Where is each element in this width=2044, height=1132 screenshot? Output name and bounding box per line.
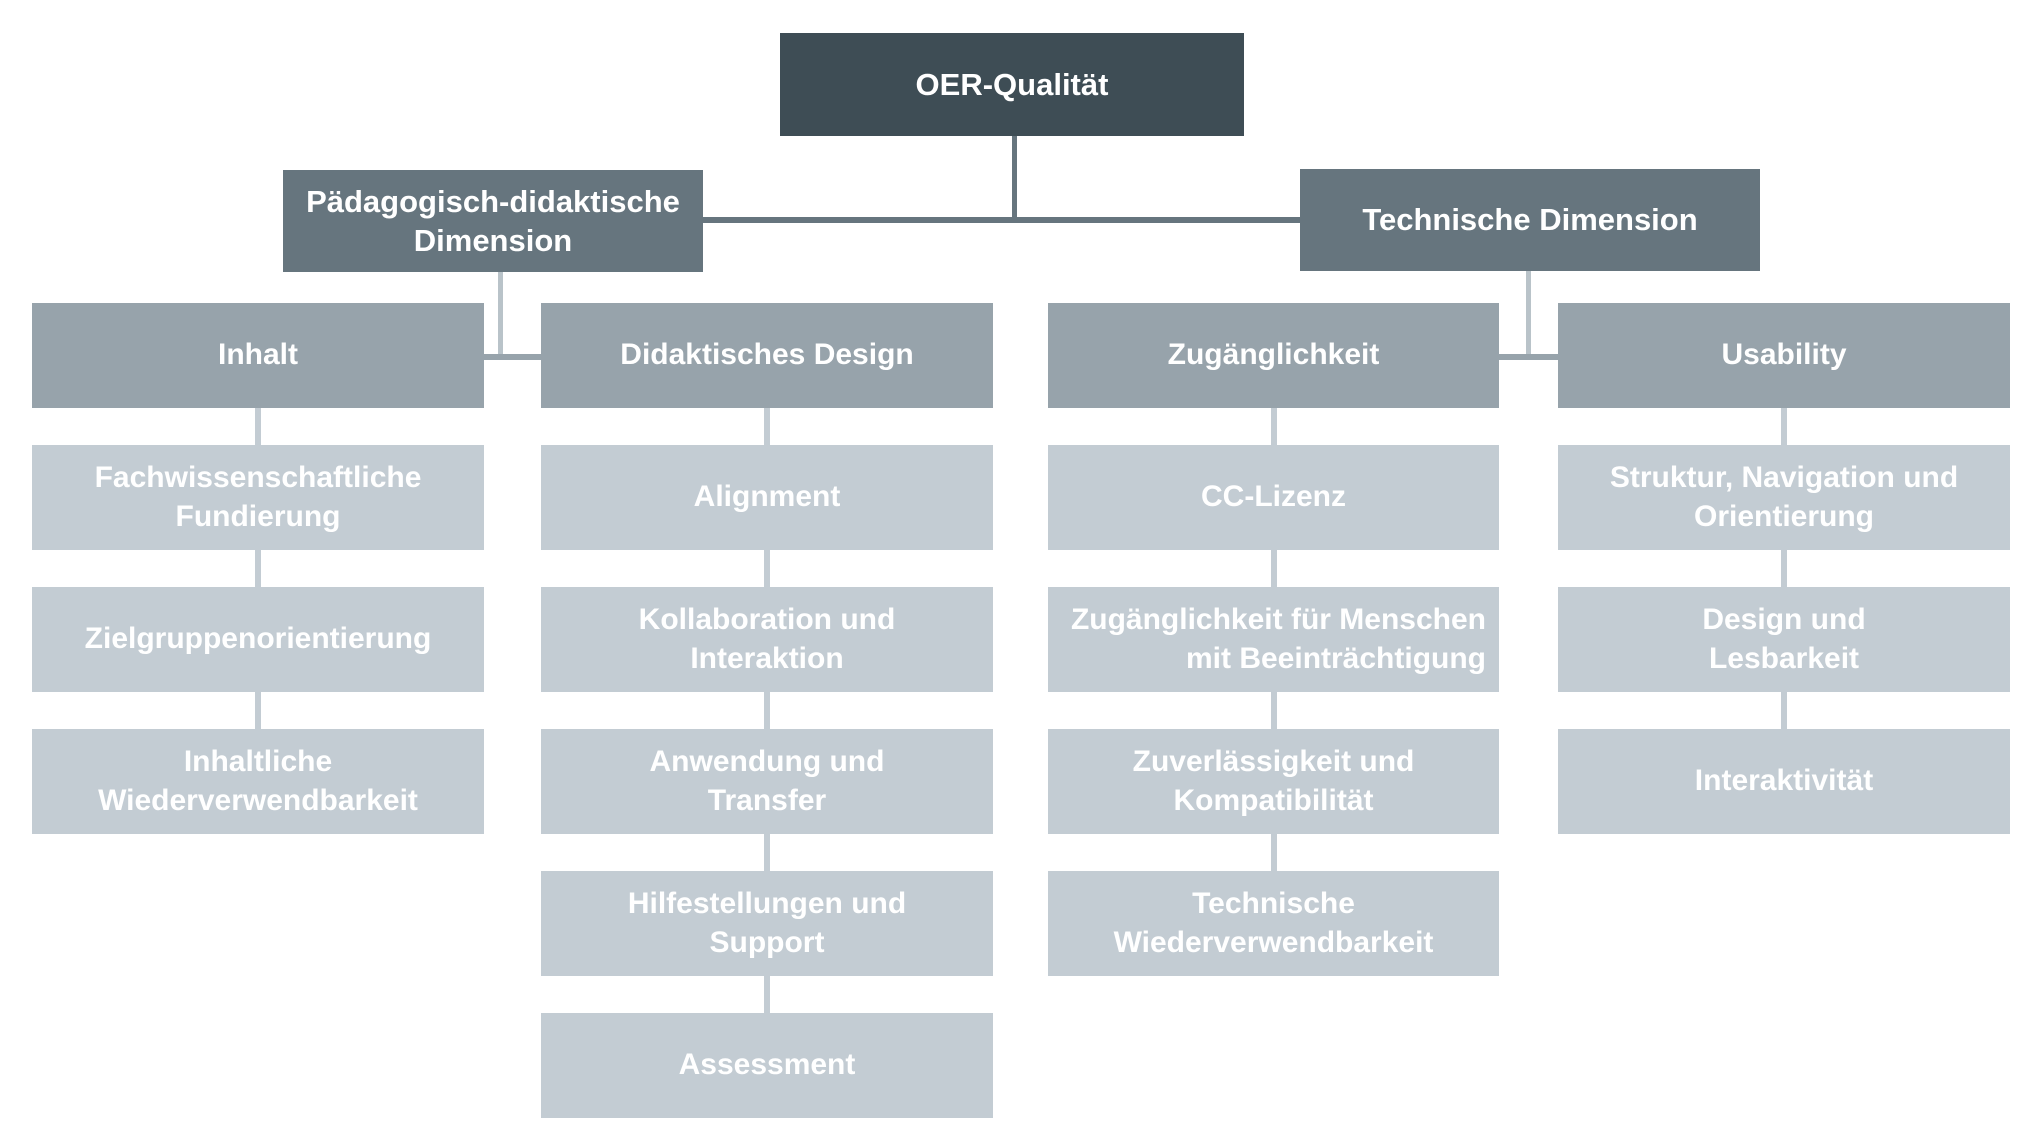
child-box: Interaktivität	[1558, 729, 2010, 834]
child-box: Assessment	[541, 1013, 993, 1118]
child-box: Kollaboration und Interaktion	[541, 587, 993, 692]
header-box-inhalt: Inhalt	[32, 303, 484, 408]
child-box: Zuverlässigkeit und Kompatibilität	[1048, 729, 1499, 834]
connector-column-3-segment-1	[1781, 550, 1787, 587]
dimension-box-paedagogisch-didaktisch: Pädagogisch-didaktische Dimension	[283, 170, 703, 272]
connector-technisch-horizontal	[1499, 354, 1558, 360]
connector-column-2-segment-3	[1270, 834, 1277, 871]
child-box: CC-Lizenz	[1048, 445, 1499, 550]
connector-root-vertical	[1012, 136, 1017, 219]
connector-column-1-segment-2	[764, 692, 770, 729]
connector-technisch-vertical	[1526, 271, 1531, 357]
connector-column-2-segment-0	[1270, 408, 1277, 445]
connector-column-1-segment-4	[764, 976, 770, 1013]
connector-column-0-segment-2	[255, 692, 261, 729]
header-box-zugaenglichkeit: Zugänglichkeit	[1048, 303, 1499, 408]
connector-column-1-segment-3	[764, 834, 770, 871]
header-box-usability: Usability	[1558, 303, 2010, 408]
header-box-didaktisches-design: Didaktisches Design	[541, 303, 993, 408]
connector-column-1-segment-1	[764, 550, 770, 587]
child-box: Design und Lesbarkeit	[1558, 587, 2010, 692]
connector-column-1-segment-0	[764, 408, 770, 445]
connector-column-2-segment-1	[1270, 550, 1277, 587]
connector-column-3-segment-2	[1781, 692, 1787, 729]
child-box: Alignment	[541, 445, 993, 550]
connector-column-0-segment-1	[255, 550, 261, 587]
connector-root-horizontal	[703, 217, 1300, 223]
dimension-box-technisch: Technische Dimension	[1300, 169, 1760, 271]
child-box: Inhaltliche Wiederverwendbarkeit	[32, 729, 484, 834]
child-box: Zielgruppenorientierung	[32, 587, 484, 692]
child-box: Anwendung und Transfer	[541, 729, 993, 834]
child-box: Zugänglichkeit für Menschen mit Beeinträ…	[1048, 587, 1499, 692]
child-box: Hilfestellungen und Support	[541, 871, 993, 976]
connector-paedagogisch-horizontal	[484, 354, 541, 360]
connector-paedagogisch-vertical	[498, 272, 503, 357]
child-box: Struktur, Navigation und Orientierung	[1558, 445, 2010, 550]
child-box: Technische Wiederverwendbarkeit	[1048, 871, 1499, 976]
connector-column-0-segment-0	[255, 408, 261, 445]
connector-column-2-segment-2	[1270, 692, 1277, 729]
child-box: Fachwissenschaftliche Fundierung	[32, 445, 484, 550]
root-box-oer-qualitaet: OER-Qualität	[780, 33, 1244, 136]
connector-column-3-segment-0	[1781, 408, 1787, 445]
